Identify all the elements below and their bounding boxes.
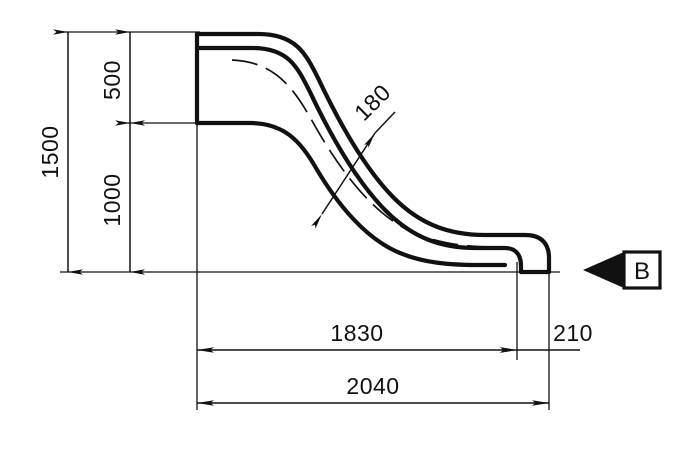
- slide-top-surface: [194, 31, 552, 275]
- dim-leader-180: [374, 111, 396, 134]
- vertical-dimensions: 1500 500 1000: [37, 29, 145, 275]
- dim-label-1830: 1830: [330, 320, 383, 346]
- horizontal-dimensions: 1830 210 2040: [197, 320, 593, 406]
- dim-label-1500: 1500: [37, 125, 63, 178]
- dim-label-2040: 2040: [346, 373, 399, 399]
- dim-label-500: 500: [99, 60, 125, 100]
- view-letter-box: [622, 250, 662, 290]
- slide-profile-geometry: [194, 31, 552, 275]
- view-letter-b: B: [634, 258, 650, 285]
- view-arrow-icon: [583, 252, 624, 288]
- dim-line-180: [311, 132, 376, 229]
- slide-bottom-surface: [194, 45, 524, 275]
- view-direction-marker-b[interactable]: B: [583, 250, 662, 290]
- dim-label-210: 210: [553, 320, 593, 346]
- dim-label-1000: 1000: [99, 173, 125, 226]
- slide-center-line: [231, 59, 501, 248]
